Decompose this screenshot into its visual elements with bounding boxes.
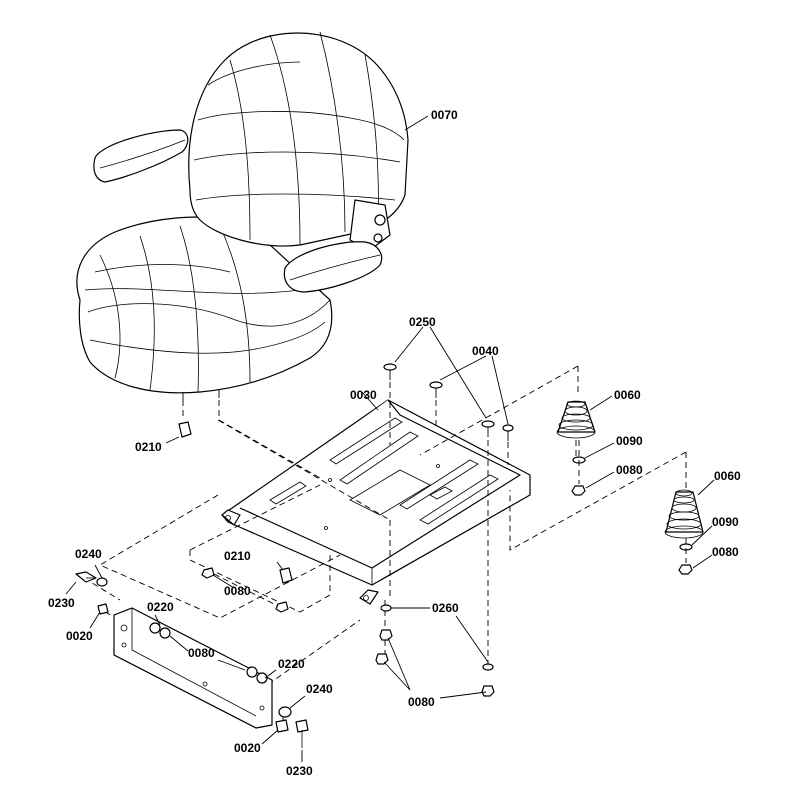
label-0080-left: 0080 xyxy=(224,584,251,598)
label-0060-upper: 0060 xyxy=(614,388,641,402)
mount-plate xyxy=(221,391,531,605)
label-0020-right: 0020 xyxy=(234,741,261,755)
bolt-0230-0240-0020-left xyxy=(65,564,109,629)
label-0090-upper: 0090 xyxy=(616,434,643,448)
label-0080-upper: 0080 xyxy=(616,463,643,477)
label-0240-left: 0240 xyxy=(75,547,102,561)
label-0220-lower: 0220 xyxy=(278,657,305,671)
rear-bracket xyxy=(113,607,273,729)
nut-0220-0080-mid xyxy=(149,614,277,684)
label-0020-left: 0020 xyxy=(66,629,93,643)
washer-0260-nuts-0080 xyxy=(375,604,495,699)
bolt-0040 xyxy=(429,381,443,398)
bolt-0250-a xyxy=(383,363,397,380)
label-0250: 0250 xyxy=(409,315,436,329)
label-0260: 0260 xyxy=(432,601,459,615)
fastener-0210-lower xyxy=(276,561,293,584)
label-0210-lower: 0210 xyxy=(224,549,251,563)
spring-0060-upper xyxy=(556,395,613,439)
bolt-0250-b xyxy=(481,420,495,437)
label-0080-mid: 0080 xyxy=(188,646,215,660)
label-0240-right: 0240 xyxy=(306,682,333,696)
label-0080-lower: 0080 xyxy=(712,545,739,559)
label-0030: 0030 xyxy=(350,388,377,402)
nut-0080-left xyxy=(201,567,289,613)
washer-nut-lower xyxy=(678,525,713,575)
bolt-0230-0240-0020-right xyxy=(261,695,309,762)
label-0090-lower: 0090 xyxy=(712,515,739,529)
label-0230-left: 0230 xyxy=(48,596,75,610)
bolts-0250-0040 xyxy=(383,326,514,665)
label-0080-bottom: 0080 xyxy=(408,695,435,709)
bolt-0040-b xyxy=(502,424,514,441)
part-number-labels: 0070 0250 0040 0030 0060 0090 0080 0060 … xyxy=(48,108,741,778)
label-0220-upper: 0220 xyxy=(147,600,174,614)
fastener-0210-upper xyxy=(165,421,192,444)
label-0040: 0040 xyxy=(472,344,499,358)
spring-0060-lower xyxy=(664,479,715,539)
label-0070: 0070 xyxy=(431,108,458,122)
label-0230-right: 0230 xyxy=(286,764,313,778)
label-0060-lower: 0060 xyxy=(714,469,741,483)
seat-assembly xyxy=(76,31,429,400)
label-0210-upper: 0210 xyxy=(135,440,162,454)
washer-nut-upper xyxy=(571,440,615,496)
